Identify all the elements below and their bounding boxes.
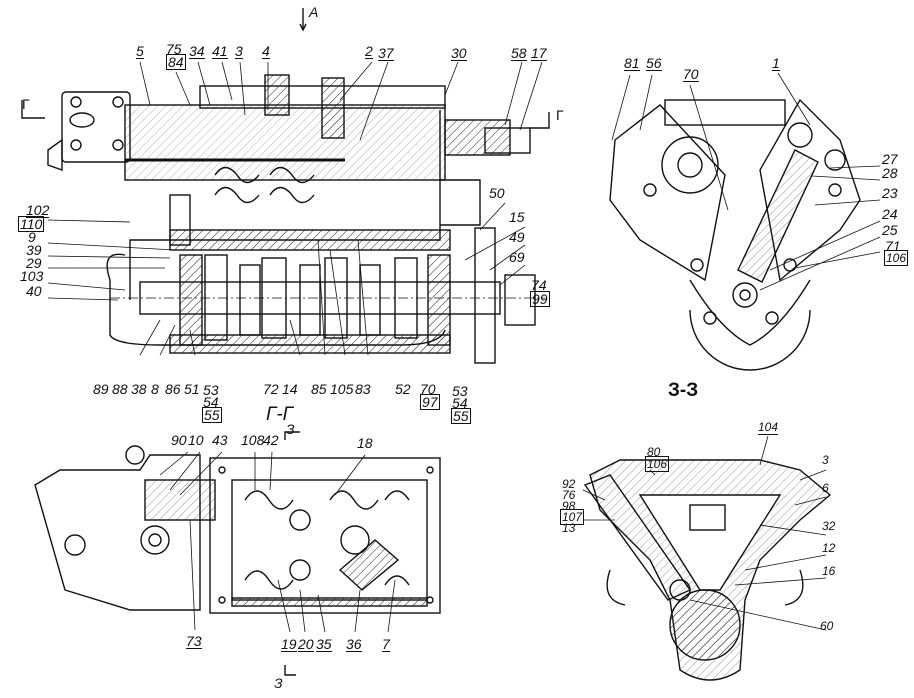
part-label: 32 [822,519,836,533]
part-label: 49 [509,229,525,245]
part-label: 105 [330,381,354,397]
part-label: 16 [822,564,836,578]
part-label: 29 [26,255,42,271]
part-label: 9 [28,229,36,245]
part-label: 3 [235,43,243,59]
part-label: 88 [112,381,128,397]
part-label: 20 [298,636,314,652]
part-label: 80 [647,445,661,459]
section-3-3-view [583,459,832,681]
part-label: 74 [531,277,547,293]
part-label: 53 [452,383,468,399]
part-label: 71 [885,238,901,254]
part-label: 24 [882,206,898,222]
part-label: 56 [646,55,662,71]
part-label: 52 [395,381,411,397]
part-label: 89 [93,381,109,397]
plan-view [34,431,441,676]
part-label: 60 [820,619,834,633]
part-label: 85 [311,381,327,397]
part-label: 36 [346,636,362,652]
part-label: 1 [772,55,780,71]
part-label: 55 [451,408,471,424]
part-label: 6 [822,481,829,495]
part-label: 43 [212,432,228,448]
part-label: 53 [203,382,219,398]
part-label: 15 [509,209,525,225]
part-label: 25 [882,222,898,238]
part-label: 42 [263,432,279,448]
part-label: 84 [166,54,186,70]
part-label: 90 [171,432,187,448]
part-label: 34 [189,43,205,59]
part-label: 107 [560,509,585,525]
part-label: 86 [165,381,181,397]
part-label: 55 [202,407,222,423]
leader-lines [47,61,881,633]
part-label: 41 [212,43,228,59]
cut-mark-right: Г [556,107,564,123]
part-label: 106 [645,456,670,472]
part-label: 12 [822,541,836,555]
part-label: 37 [378,45,394,61]
part-label: 110 [18,216,45,232]
section-title-3-3: З-З [668,380,699,401]
part-label: 70 [420,381,436,397]
part-label: 23 [882,185,898,201]
part-label: 39 [26,242,42,258]
part-label: 19 [281,636,297,652]
part-label: 104 [758,420,779,435]
part-label: 54 [452,395,468,411]
part-label: 75 [166,41,182,57]
part-label: 27 [882,151,898,167]
part-label: 99 [530,291,550,307]
part-label: 8 [151,381,159,397]
part-label: 73 [186,633,202,649]
part-label: 70 [683,66,699,82]
part-label: 7 [382,636,390,652]
part-label: 102 [26,202,50,218]
part-label: 106 [884,250,909,266]
cut-mark-3-top: З [286,421,295,437]
part-label: 92 [562,477,576,491]
part-label: 81 [624,55,640,71]
part-label: 76 [562,488,576,502]
part-label: 5 [136,43,144,59]
part-label: 18 [357,435,373,451]
part-label: 69 [509,249,525,265]
part-label: 40 [26,283,42,299]
part-label: 13 [562,521,576,535]
part-label: 83 [355,381,371,397]
part-label: 51 [184,381,200,397]
part-label: 35 [316,636,332,652]
part-label: 58 [511,45,527,61]
part-label: 72 [263,381,279,397]
part-label: 108 [241,432,265,448]
part-label: 50 [489,185,505,201]
part-label: 97 [420,394,440,410]
part-label: 4 [262,43,270,59]
part-label: 28 [882,165,898,181]
part-label: 10 [188,432,204,448]
cut-mark-left: Г [22,96,30,112]
cut-mark-3-bottom: З [274,675,283,691]
view-label: A [309,4,319,20]
part-label: 2 [365,43,373,59]
part-label: 17 [531,45,547,61]
longitudinal-section [47,74,545,364]
part-label: 14 [282,381,298,397]
part-label: 3 [822,453,829,467]
part-label: 30 [451,45,467,61]
part-label: 103 [20,268,44,284]
end-view [609,98,861,371]
part-label: 38 [131,381,147,397]
part-label: 54 [203,394,219,410]
section-title-g-g: Г-Г [266,404,293,425]
